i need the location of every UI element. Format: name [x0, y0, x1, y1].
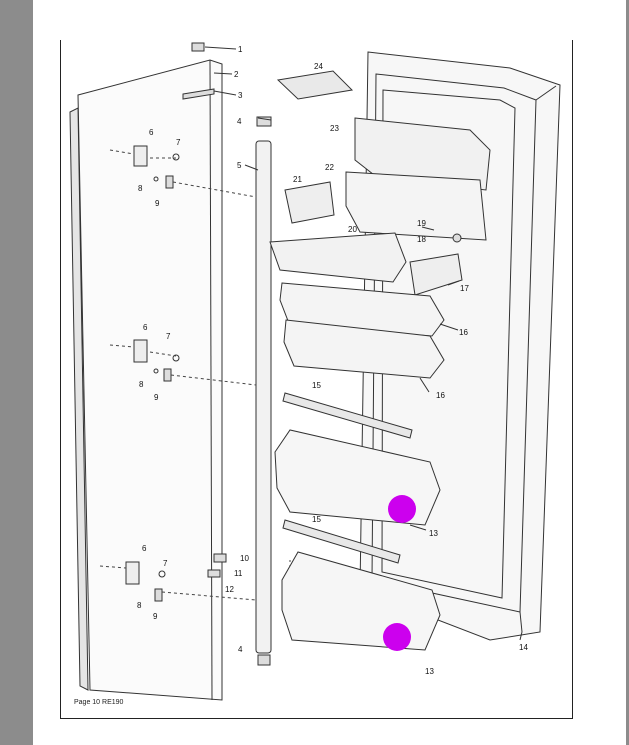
callout-21: 21: [293, 175, 302, 184]
callout-16: 16: [436, 391, 445, 400]
hinge-middle: [133, 339, 180, 382]
callout-19: 19: [417, 219, 426, 228]
callout-16: 16: [459, 328, 468, 337]
callout-6: 6: [142, 544, 147, 553]
callout-12: 12: [225, 585, 234, 594]
callout-8: 8: [139, 380, 144, 389]
callout-24: 24: [314, 62, 323, 71]
callout-2: 2: [234, 70, 239, 79]
right-side-rail: [626, 0, 629, 745]
callout-11: 11: [234, 569, 243, 578]
callout-7: 7: [176, 138, 181, 147]
callout-6: 6: [143, 323, 148, 332]
left-side-rail: [0, 0, 33, 745]
callout-1: 1: [238, 45, 243, 54]
callout-8: 8: [138, 184, 143, 193]
highlight-marker: [383, 623, 411, 651]
callout-23: 23: [330, 124, 339, 133]
dairy-lid: [354, 117, 491, 191]
callout-10: 10: [240, 554, 249, 563]
callout-15: 15: [312, 381, 321, 390]
right-bracket: [409, 253, 463, 296]
top-hinge-pin: [191, 42, 205, 52]
callout-9: 9: [154, 393, 159, 402]
callout-7: 7: [166, 332, 171, 341]
callout-4: 4: [238, 645, 243, 654]
callout-15: 15: [312, 515, 321, 524]
callout-8: 8: [137, 601, 142, 610]
callout-18: 18: [417, 235, 426, 244]
callout-13: 13: [429, 529, 438, 538]
callout-4: 4: [237, 117, 242, 126]
left-bracket: [284, 181, 335, 224]
gasket-rod: [255, 116, 272, 666]
callout-20: 20: [348, 225, 357, 234]
callout-7: 7: [163, 559, 168, 568]
callout-17: 17: [460, 284, 469, 293]
shelf-rail-lower: [282, 519, 401, 564]
egg-tray: [276, 70, 354, 100]
callout-5: 5: [237, 161, 242, 170]
door-panel: [69, 59, 223, 701]
highlight-marker: [388, 495, 416, 523]
callout-3: 3: [238, 91, 243, 100]
dairy-box: [345, 171, 487, 241]
door-shelf-lower: [283, 319, 445, 379]
hinge-bottom: [125, 553, 227, 602]
callout-13: 13: [425, 667, 434, 676]
callout-6: 6: [149, 128, 154, 137]
door-shelf-upper: [279, 282, 445, 337]
shelf-tray: [269, 232, 407, 283]
callout-9: 9: [155, 199, 160, 208]
callout-22: 22: [325, 163, 334, 172]
shelf-rail-upper: [282, 392, 413, 439]
callout-9: 9: [153, 612, 158, 621]
callout-14: 14: [519, 643, 528, 652]
page-footer: Page 10 RE190: [74, 699, 124, 706]
